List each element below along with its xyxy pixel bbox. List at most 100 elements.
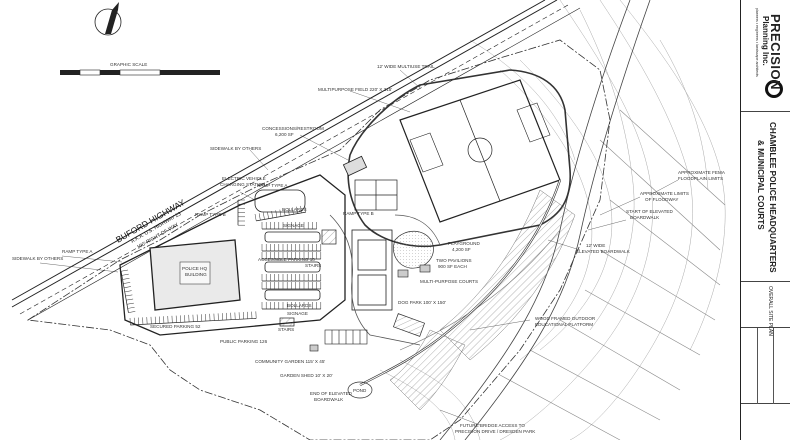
pavilion [419, 264, 431, 273]
parking-island [264, 289, 321, 301]
walking-path-2 [394, 214, 441, 246]
label-concessions: CONCESSIONS/RESTROOM [262, 126, 324, 131]
parking-row [254, 205, 307, 222]
site-plan-drawing: BUFORD HIGHWAY A.K.A. U.S. HIGHWAY 23 10… [11, 0, 726, 440]
label-playground: PLAYGROUND [448, 241, 481, 246]
label-bridge: FUTURE BRIDGE ACCESS TO [460, 423, 525, 428]
wetland-hatch-area-2 [389, 329, 466, 411]
label-stairs-top: STAIRS [305, 263, 321, 268]
label-pavilions: TWO PAVILIONS [436, 258, 472, 263]
label-courts: MULTI-PURPOSE COURTS [420, 279, 478, 284]
label-approx-fema2: FLOODPLAIN LIMITS [678, 176, 723, 181]
company-tagline: planners • engineers • landscape archite… [755, 8, 759, 77]
floodplain-grid-lines [499, 109, 726, 440]
graphic-scale-label: GRAPHIC SCALE [110, 62, 147, 67]
label-secured: SECURED PARKING 52 [150, 324, 201, 329]
label-concessions-size: 6,200 SF [275, 132, 294, 137]
title-block: PRECISION Planning Inc. planners • engin… [740, 0, 790, 440]
community-garden [324, 329, 368, 345]
label-garden-shed: GARDEN SHED 10' X 20' [280, 373, 333, 378]
company-name: PRECISION [768, 14, 783, 91]
label-ramp-b-left: RAMP TYPE B [195, 212, 226, 217]
label-dog-park: DOG PARK 100' X 150' [398, 300, 446, 305]
multipurpose-courts [351, 229, 393, 311]
north-arrow [94, 2, 122, 36]
label-boardwalk-wide: 12' WIDE [586, 243, 605, 248]
label-bollards-top: BOLLARDS [282, 207, 307, 212]
parking-row [261, 302, 322, 310]
label-boardwalk-wide2: ELEVATED BOARDWALK [576, 249, 631, 254]
walking-path [329, 214, 421, 346]
site-boundary [26, 39, 611, 440]
title-block-project: CHAMBLEE POLICE HEADQUARTERS & MUNICIPAL… [741, 112, 790, 282]
label-start-boardwalk: START OF ELEVATED [626, 209, 673, 214]
tennis-courts [354, 179, 398, 211]
label-pavilions2: 900 SF EACH [438, 264, 467, 269]
educational-platform [393, 313, 425, 337]
label-ramp-b-mid: RAMP TYPE B [343, 211, 374, 216]
label-sidewalk-top: SIDEWALK BY OTHERS [210, 146, 261, 151]
label-multiuse-trail: 12' WIDE MULTIUSE TRAIL [377, 64, 435, 69]
label-public: PUBLIC PARKING 126 [220, 339, 268, 344]
title-block-sheet: OVERALL SITE PLAN [741, 282, 790, 336]
leader-lines [39, 69, 679, 426]
label-ramp-a-top: RAMP TYPE A [257, 183, 288, 188]
parking-row [237, 199, 245, 226]
parking-island [264, 231, 321, 243]
elevated-boardwalk-inner [359, 179, 561, 386]
label-playground2: 4,200 SF [452, 247, 471, 252]
parking-island [264, 261, 321, 273]
parking-row [261, 244, 322, 252]
parking-row [261, 274, 322, 282]
parking-row [261, 222, 317, 230]
multiuse-trail [347, 69, 571, 248]
label-approx-limit2: OF FLOODWAY [645, 197, 678, 202]
building-courtyard [179, 261, 211, 285]
concessions-building [342, 155, 368, 177]
label-police-building2: BUILDING [185, 272, 207, 277]
graphic-scale: GRAPHIC SCALE [60, 62, 220, 76]
label-pond: POND [353, 388, 367, 393]
label-end-boardwalk: END OF ELEVATED [310, 391, 353, 396]
playground [393, 230, 434, 269]
label-ev2: CHARGING STATION [220, 182, 265, 187]
project-title: CHAMBLEE POLICE HEADQUARTERS [768, 122, 777, 273]
title-block-logo: PRECISION Planning Inc. planners • engin… [741, 0, 790, 112]
label-community: COMMUNITY GARDEN 115' X 45' [255, 359, 325, 364]
label-sidewalk-left: SIDEWALK BY OTHERS [12, 256, 63, 261]
label-wood-platform: WOOD FRAMED OUTDOOR [535, 316, 596, 321]
label-signage-top: SIGNAGE [283, 223, 304, 228]
label-start-boardwalk2: BOARDWALK [630, 215, 660, 220]
label-approx-limit: APPROXIMATE LIMITS [640, 191, 689, 196]
parking-row [261, 282, 322, 290]
plan-labels: 12' WIDE MULTIUSE TRAIL MULTIPURPOSE FIE… [12, 64, 726, 434]
garden-shed [309, 344, 319, 352]
project-title-2: & MUNICIPAL COURTS [756, 140, 765, 230]
title-block-revisions [741, 328, 790, 404]
highway-name-label: BUFORD HIGHWAY A.K.A. U.S. HIGHWAY 23 10… [114, 197, 187, 251]
label-accessible: ACCESSIBLE PARKING 10 [258, 257, 315, 262]
pond [347, 381, 373, 399]
parking-row [120, 269, 136, 313]
label-ramp-a-left: RAMP TYPE A [62, 249, 93, 254]
label-approx-fema: APPROXIMATE FEMA [678, 170, 726, 175]
pavilion [397, 269, 409, 278]
title-block-sheet-number [741, 404, 790, 440]
label-stairs-bot: STAIRS [278, 327, 294, 332]
label-end-boardwalk2: BOARDWALK [314, 397, 344, 402]
label-signage-bot: SIGNAGE [287, 311, 308, 316]
parking-stalls [120, 199, 322, 326]
label-bridge2: PRECISION DRIVE / DRESDEN PARK [455, 429, 536, 434]
label-bollards-bot: BOLLARDS [287, 303, 312, 308]
parking-row [261, 252, 322, 260]
label-police-building: POLICE HQ [182, 266, 207, 271]
stair-structure [321, 229, 337, 245]
label-multipurpose-field: MULTIPURPOSE FIELD 220' X 315' [318, 87, 392, 92]
company-name-2: Planning Inc. [761, 16, 770, 66]
precision-logo-icon [765, 80, 783, 98]
label-wood-platform2: EDUCATIONAL PLATFORM [535, 322, 593, 327]
label-ev: ELECTRIC VEHICLE [222, 176, 266, 181]
stair-structure [279, 317, 295, 327]
contour-lines [379, 0, 726, 440]
